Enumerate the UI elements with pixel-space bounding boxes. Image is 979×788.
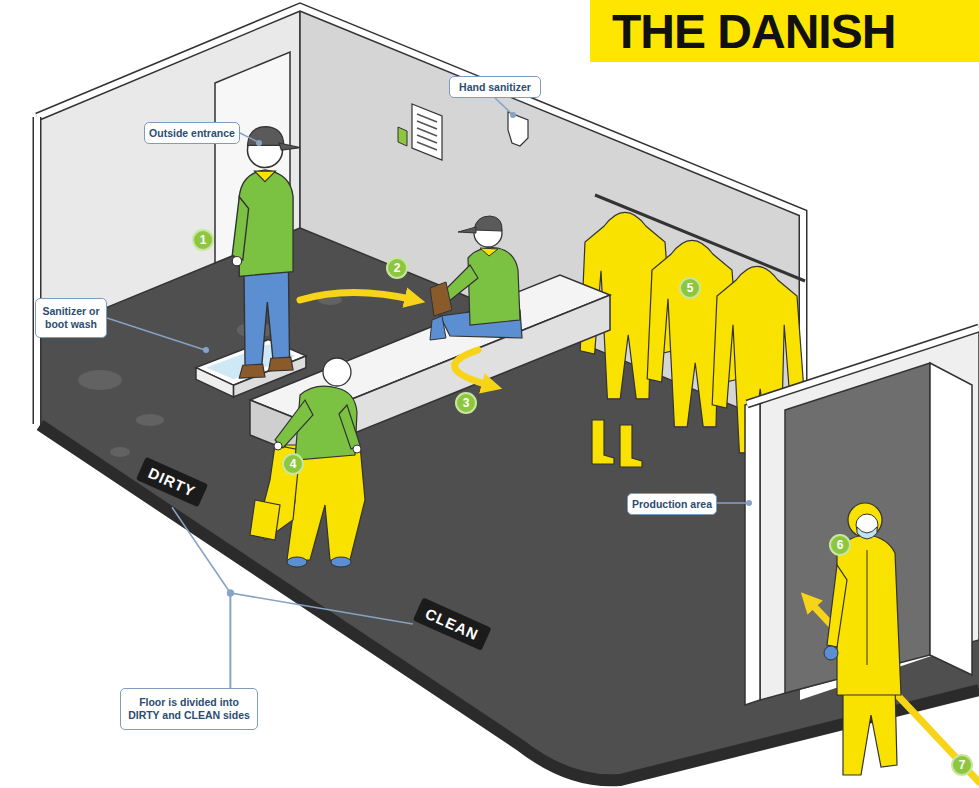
sweater [468,248,520,325]
sanitizer-dispenser [508,112,528,146]
leader-dot [203,347,209,353]
wall-cap [747,328,979,404]
boot [239,364,265,378]
flow-arrow [300,293,415,301]
bench-side [300,295,610,455]
dirt-spot [136,414,164,426]
coverall-sleeve [250,500,280,540]
banner-box: THE DANISH [590,0,979,62]
suit-legs [843,685,897,775]
boot [430,282,452,316]
callout-box: Production area [627,493,717,515]
hand [353,445,361,453]
floor [40,228,979,780]
partition-wall [760,328,979,700]
node-text: 1 [200,233,207,247]
step-number: 5 [679,277,701,299]
zipper [867,550,868,665]
wall-cap [37,7,803,433]
leader-line [717,502,748,504]
dirt-spot [110,447,130,457]
wall-sign [398,127,407,146]
cap-brim [458,227,476,233]
head [323,358,351,386]
flow-arrow [455,350,492,386]
node-text: 3 [463,396,470,410]
step-number: 4 [282,453,304,475]
wall-cap [747,328,979,404]
step-number: 6 [829,534,851,556]
leader-dot [746,500,752,506]
cap-brim [279,143,300,150]
node-text: DIRTY [146,464,199,500]
boot [269,357,294,371]
callout-box: Outside entrance [144,122,240,144]
node-text: 7 [959,758,966,772]
face-mask [857,527,877,539]
shoe-cover [287,557,307,567]
boot-wash-tray [196,368,233,397]
clean-boot [592,420,614,464]
wall-edge [33,117,42,424]
wall-notice [412,104,442,160]
hand [274,442,282,450]
suit-arm [827,565,847,647]
wall-cap [37,7,803,433]
leader-dot [510,112,516,118]
jeans [244,265,290,370]
floor-plate: DIRTY [136,457,208,507]
collar [254,171,275,182]
boot-wash-tray [233,356,306,397]
cap [474,216,502,231]
shoe-cover [331,557,351,567]
node-text: 2 [394,261,401,275]
node-text: Hand sanitizer [459,81,531,94]
notice-lines [417,114,437,150]
step-number: 3 [455,392,477,414]
partition-edge [745,400,760,705]
node-text: 4 [290,457,297,471]
clean-boot [620,425,642,467]
hand [232,256,241,265]
leader-line [172,507,230,688]
sock [430,316,446,340]
glove [824,646,838,660]
node-text: Production area [632,498,712,511]
door-leaf [930,363,972,675]
junction-dot [227,590,234,597]
leader-dot [256,140,262,146]
leader-line [230,593,412,688]
step-number: 1 [192,229,214,251]
callout-box: Hand sanitizer [449,76,541,98]
protective-suit [837,535,901,695]
step-number: 2 [386,257,408,279]
dirt-spot [78,370,122,390]
callout-box: Floor is divided into DIRTY and CLEAN si… [120,688,258,730]
node-text: Floor is divided into DIRTY and CLEAN si… [125,696,253,721]
node-text: CLEAN [423,605,482,644]
floor-plate: CLEAN [413,597,491,650]
arm [339,405,360,449]
arm [232,197,248,260]
node-text: THE DANISH [612,4,895,59]
leader-line [107,318,205,350]
callout-box: Sanitizer or boot wash [35,298,107,338]
arm [275,400,313,448]
node-text: Outside entrance [149,127,235,140]
collar [480,248,498,256]
wall-edge [34,117,40,424]
leader-line [495,98,512,114]
node-text: Sanitizer or boot wash [40,305,102,330]
node-text: 6 [837,538,844,552]
node-text: 5 [687,281,694,295]
junction-dot [227,590,234,597]
leader-line [240,133,258,142]
step-number: 7 [951,754,973,776]
